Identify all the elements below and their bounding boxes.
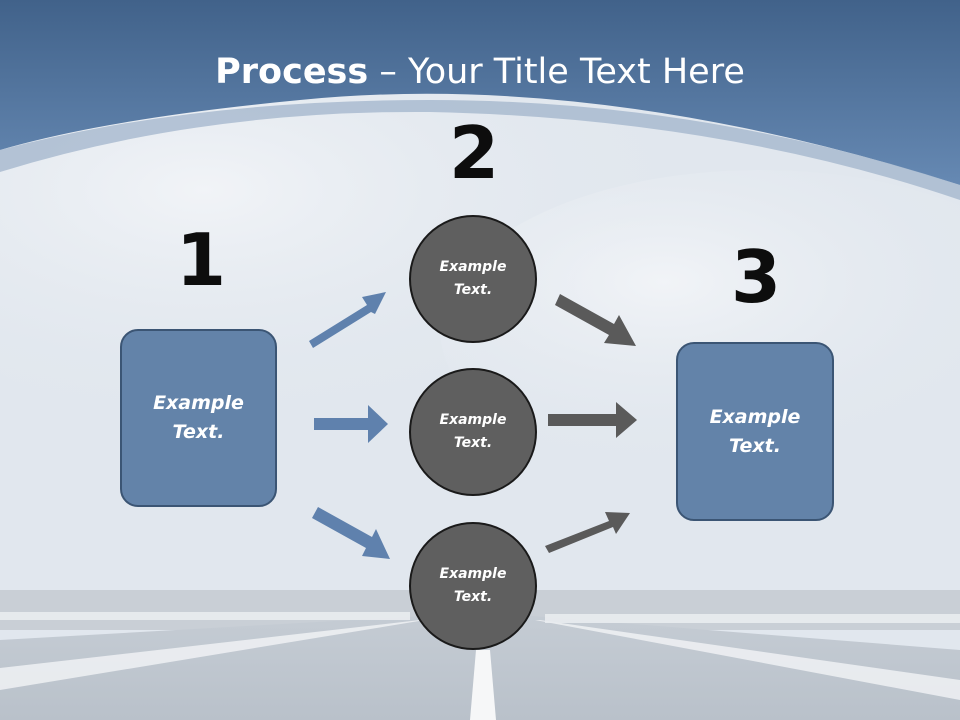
step-number-1: 1 [176, 218, 227, 302]
step-1-text: Example Text. [153, 392, 244, 443]
step-2-circle-top: Example Text. [409, 215, 537, 343]
step-number-3: 3 [731, 235, 782, 319]
arrow-to-bottom [312, 507, 390, 559]
title-rest: – Your Title Text Here [368, 52, 745, 92]
step-3-text: Example Text. [709, 405, 801, 457]
arrow-from-middle [548, 402, 637, 438]
circle-text: Example Text. [439, 412, 507, 451]
title-bold: Process [215, 52, 369, 92]
step-2-circle-bottom: Example Text. [409, 522, 537, 650]
arrow-to-middle [314, 405, 388, 443]
arrow-to-top [309, 292, 386, 348]
arrow-from-top [555, 294, 636, 346]
arrow-from-bottom [545, 512, 630, 553]
circle-text: Example Text. [439, 259, 507, 298]
step-2-circle-middle: Example Text. [409, 368, 537, 496]
circle-text: Example Text. [439, 566, 507, 605]
step-3-box: Example Text. [676, 342, 834, 521]
step-number-2: 2 [449, 111, 500, 195]
slide-title: Process – Your Title Text Here [0, 52, 960, 92]
step-1-box: Example Text. [120, 329, 277, 507]
